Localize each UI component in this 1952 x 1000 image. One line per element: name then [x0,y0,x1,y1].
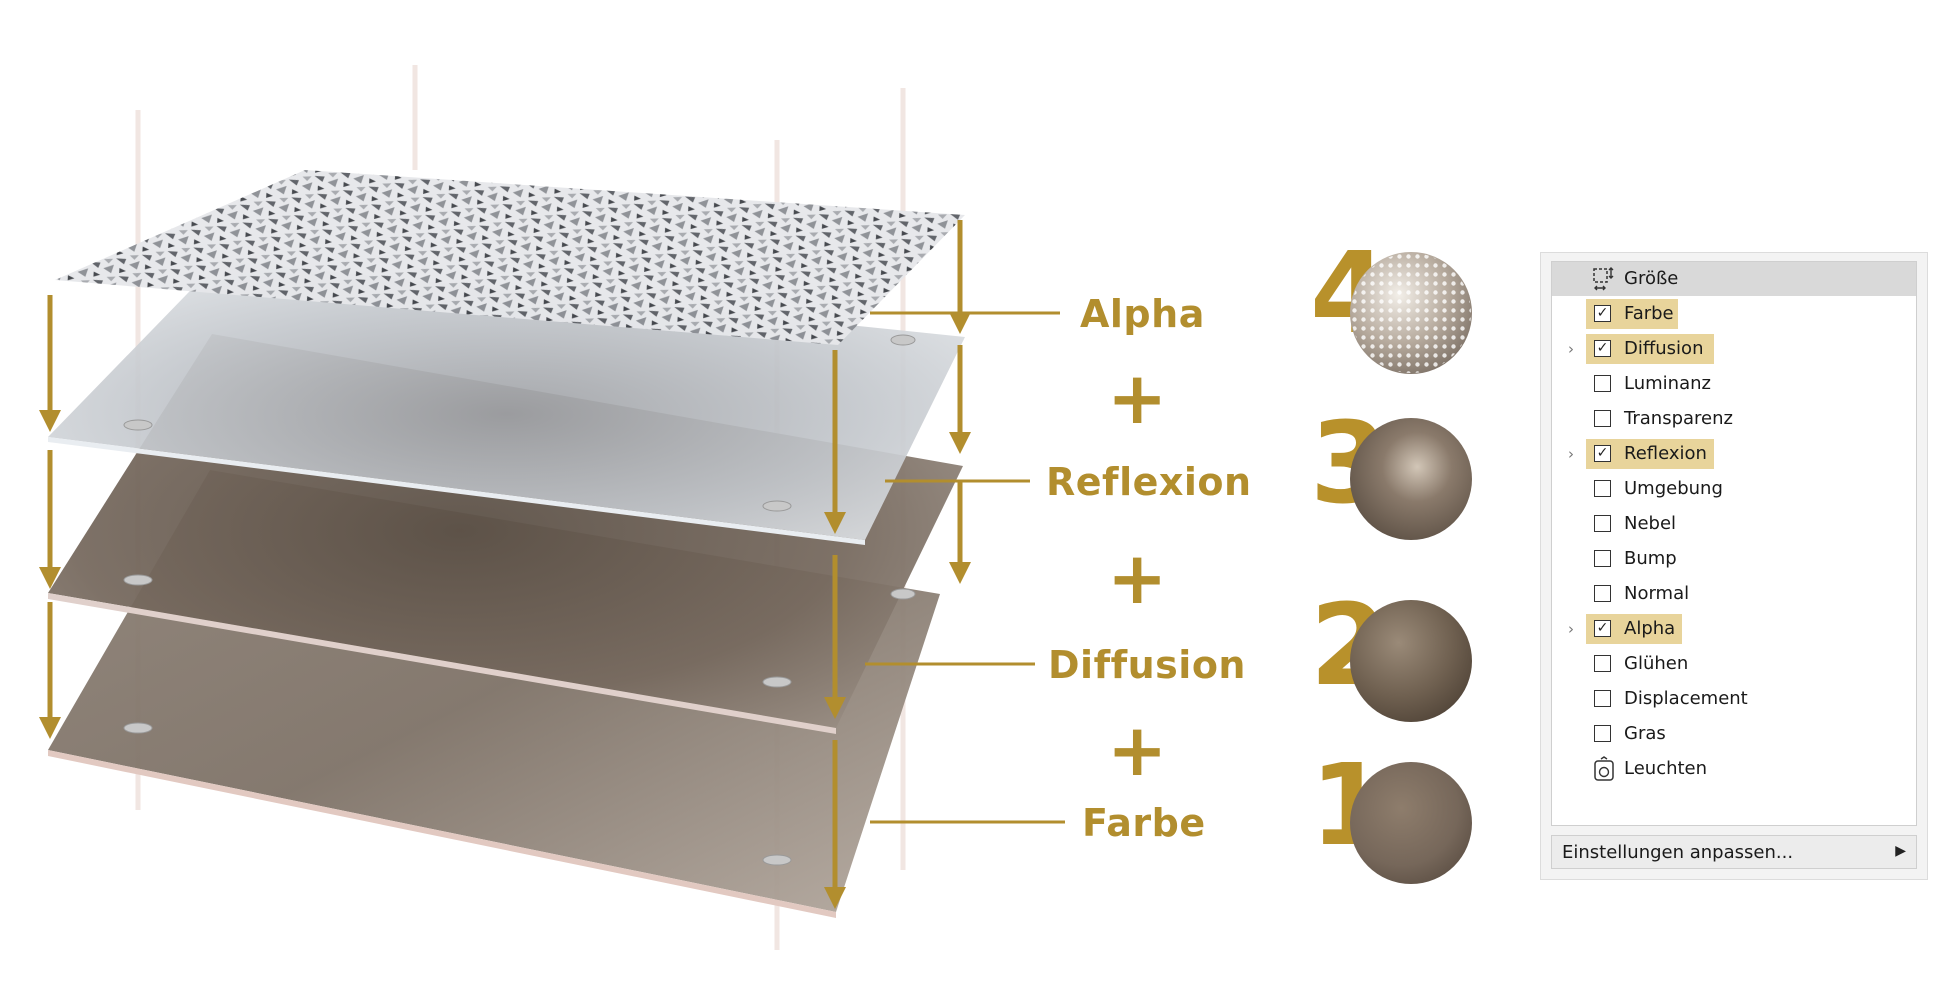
diffusion-preview-sphere [1350,600,1472,722]
channel-label: Glühen [1624,653,1689,674]
channel-row-luminanz[interactable]: Luminanz [1552,367,1916,401]
alpha-pattern-overlay [1351,253,1471,373]
chevron-right-icon[interactable]: › [1568,340,1574,358]
channel-checkbox-displacement[interactable] [1594,690,1611,707]
channel-checkbox-umgebung[interactable] [1594,480,1611,497]
size-icon [1592,266,1616,292]
channel-label: Bump [1624,548,1677,569]
channel-label: Reflexion [1624,443,1707,464]
material-channel-panel: Größe ✓ Farbe › ✓ Diffusion Luminanz Tra… [1540,252,1928,880]
channel-row-leuchten[interactable]: Leuchten [1552,752,1916,786]
layer-label-diffusion: Diffusion [1048,643,1246,687]
channel-checkbox-gras[interactable] [1594,725,1611,742]
plus-sign: + [1107,536,1168,620]
channel-checkbox-transparenz[interactable] [1594,410,1611,427]
chevron-right-icon[interactable]: › [1568,620,1574,638]
channel-label: Transparenz [1624,408,1733,429]
channel-row-transparenz[interactable]: Transparenz [1552,402,1916,436]
layer-label-farbe: Farbe [1082,801,1206,845]
channel-row-farbe[interactable]: ✓ Farbe [1552,297,1916,331]
layer-label-reflexion: Reflexion [1046,460,1252,504]
channel-label: Leuchten [1624,758,1708,779]
channel-row-bump[interactable]: Bump [1552,542,1916,576]
material-layer-stack [39,65,1065,950]
channel-label: Umgebung [1624,478,1723,499]
illumination-icon [1592,756,1616,782]
channel-label: Normal [1624,583,1690,604]
chevron-right-icon[interactable]: › [1568,445,1574,463]
channel-row-alpha[interactable]: › ✓ Alpha [1552,612,1916,646]
channel-row-reflexion[interactable]: › ✓ Reflexion [1552,437,1916,471]
channel-checkbox-normal[interactable] [1594,585,1611,602]
channel-row-umgebung[interactable]: Umgebung [1552,472,1916,506]
channel-checkbox-bump[interactable] [1594,550,1611,567]
channel-label: Größe [1624,268,1679,289]
alpha-plane [55,170,965,345]
channel-label: Alpha [1624,618,1676,639]
settings-dropdown-label: Einstellungen anpassen... [1562,842,1794,863]
caret-right-icon: ▶ [1895,843,1906,859]
channel-checkbox-nebel[interactable] [1594,515,1611,532]
channel-label: Diffusion [1624,338,1704,359]
channel-label: Gras [1624,723,1666,744]
channel-checkbox-farbe[interactable]: ✓ [1594,305,1611,322]
channel-row-gluehen[interactable]: Glühen [1552,647,1916,681]
alpha-preview-sphere [1350,252,1472,374]
channel-row-displacement[interactable]: Displacement [1552,682,1916,716]
channel-label: Farbe [1624,303,1674,324]
plus-sign: + [1107,356,1168,440]
channel-label: Displacement [1624,688,1748,709]
channel-row-diffusion[interactable]: › ✓ Diffusion [1552,332,1916,366]
channel-row-normal[interactable]: Normal [1552,577,1916,611]
farbe-preview-sphere [1350,762,1472,884]
channel-checkbox-diffusion[interactable]: ✓ [1594,340,1611,357]
reflexion-preview-sphere [1350,418,1472,540]
channel-label: Luminanz [1624,373,1711,394]
channel-checkbox-gluehen[interactable] [1594,655,1611,672]
channel-checkbox-alpha[interactable]: ✓ [1594,620,1611,637]
settings-dropdown-button[interactable]: Einstellungen anpassen... ▶ [1551,835,1917,869]
channel-checkbox-luminanz[interactable] [1594,375,1611,392]
channel-row-nebel[interactable]: Nebel [1552,507,1916,541]
layer-label-alpha: Alpha [1080,292,1205,336]
channel-label: Nebel [1624,513,1677,534]
channel-checkbox-reflexion[interactable]: ✓ [1594,445,1611,462]
channel-row-groesse[interactable]: Größe [1552,262,1916,296]
channel-row-gras[interactable]: Gras [1552,717,1916,751]
channel-list: Größe ✓ Farbe › ✓ Diffusion Luminanz Tra… [1551,261,1917,826]
plus-sign: + [1107,708,1168,792]
